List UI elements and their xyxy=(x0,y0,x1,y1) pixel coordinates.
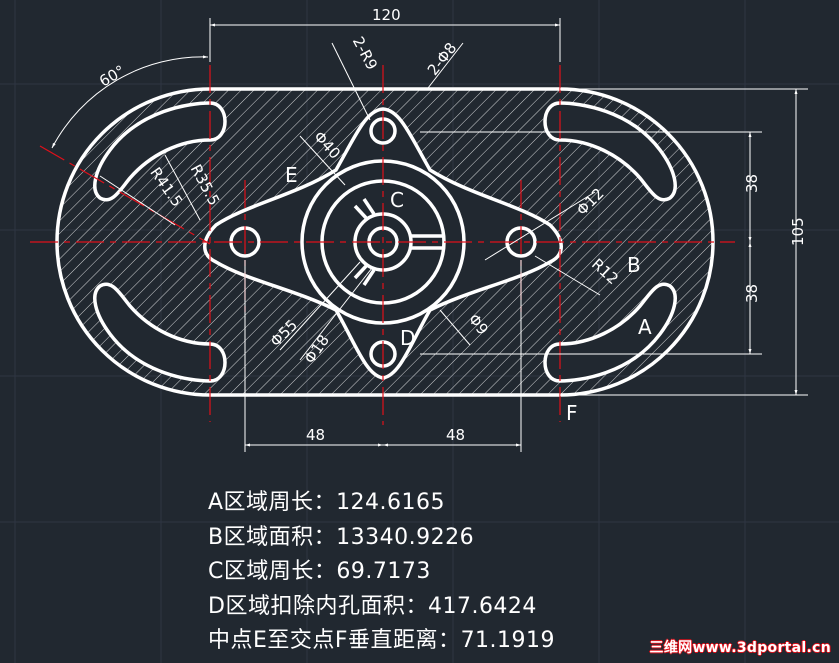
label-b: B xyxy=(627,253,641,277)
dim-2-d8: 2-Φ8 xyxy=(424,39,461,79)
label-a: A xyxy=(638,315,652,339)
dim-2-r9: 2-R9 xyxy=(349,34,381,73)
results-panel: A区域周长：124.6165 B区域面积：13340.9226 C区域周长：69… xyxy=(208,486,555,659)
watermark: 三维网www.3dportal.cn xyxy=(649,640,831,656)
result-value: 69.7173 xyxy=(336,559,431,584)
dimension-lines xyxy=(51,18,808,452)
label-e: E xyxy=(285,163,298,187)
result-label: 中点E至交点F垂直距离： xyxy=(208,628,461,653)
label-f: F xyxy=(566,401,578,425)
label-c: C xyxy=(390,188,404,212)
dim-48-left: 48 xyxy=(306,426,325,444)
result-a-perimeter: A区域周长：124.6165 xyxy=(208,486,555,521)
centerlines xyxy=(30,65,735,425)
result-label: B区域面积： xyxy=(208,524,337,550)
dim-105: 105 xyxy=(789,217,807,246)
dim-48-right: 48 xyxy=(446,426,465,444)
result-d-area: D区域扣除内孔面积：417.6424 xyxy=(208,590,555,625)
dim-38-top: 38 xyxy=(743,174,761,193)
result-value: 13340.9226 xyxy=(336,524,475,550)
dim-width-120: 120 xyxy=(372,6,401,24)
dim-38-bottom: 38 xyxy=(743,284,761,303)
label-d: D xyxy=(400,326,415,350)
part-outline xyxy=(55,87,715,397)
result-e-f-distance: 中点E至交点F垂直距离：71.1919 xyxy=(208,624,555,659)
result-label: D区域扣除内孔面积： xyxy=(208,593,428,619)
result-value: 71.1919 xyxy=(460,628,556,653)
dim-angle-60: 60° xyxy=(96,62,128,91)
result-b-area: B区域面积：13340.9226 xyxy=(208,521,555,556)
result-c-perimeter: C区域周长：69.7173 xyxy=(208,555,555,590)
result-value: 417.6424 xyxy=(427,593,537,619)
result-label: C区域周长： xyxy=(208,559,337,584)
result-label: A区域周长： xyxy=(208,490,337,515)
result-value: 124.6165 xyxy=(336,490,446,515)
